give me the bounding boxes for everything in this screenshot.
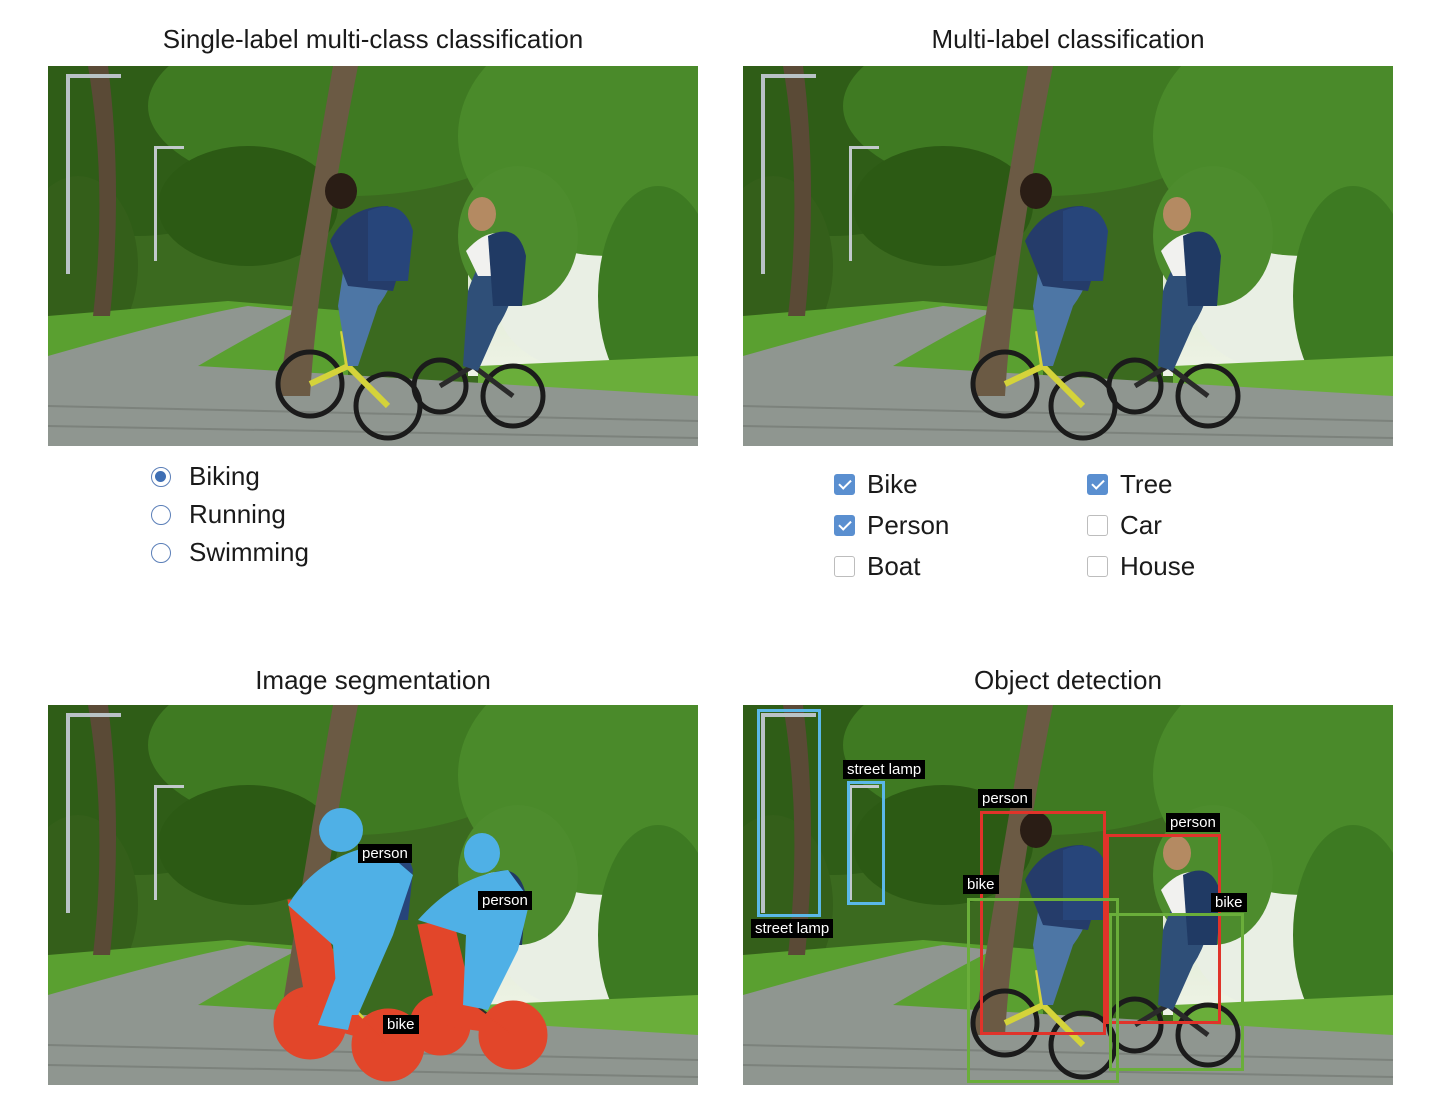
bbox-bike	[967, 898, 1119, 1083]
option-swimming[interactable]: Swimming	[151, 537, 309, 568]
checkbox-house[interactable]: House	[1087, 551, 1195, 582]
checkbox-car[interactable]: Car	[1087, 510, 1162, 541]
bike-scene-image	[48, 66, 698, 446]
checkbox-label: Car	[1120, 510, 1162, 540]
option-running[interactable]: Running	[151, 499, 286, 530]
detection-label-bike: bike	[963, 875, 999, 894]
checkbox-bike[interactable]: Bike	[834, 469, 918, 500]
checkbox-icon[interactable]	[834, 556, 855, 577]
detection-label-person: person	[1166, 813, 1220, 832]
bbox-bike	[1109, 913, 1244, 1071]
bbox-person	[980, 811, 1106, 1035]
detection-label-street-lamp: street lamp	[751, 919, 834, 938]
detection-title: Object detection	[974, 665, 1162, 695]
detection-photo: street lamp street lamp person person bi…	[743, 705, 1393, 1085]
segment-label-person: person	[358, 844, 412, 863]
option-label: Running	[189, 499, 286, 529]
segment-label-person: person	[478, 891, 532, 910]
radio-button-icon[interactable]	[151, 504, 171, 525]
checkbox-label: Tree	[1120, 469, 1173, 499]
checkbox-boat[interactable]: Boat	[834, 551, 921, 582]
multi-label-title: Multi-label classification	[931, 24, 1205, 54]
bbox-street-lamp	[757, 709, 821, 917]
radio-button-icon[interactable]	[151, 542, 171, 563]
bbox-street-lamp	[847, 781, 885, 905]
person-mask	[288, 808, 530, 1030]
checkbox-tree[interactable]: Tree	[1087, 469, 1173, 500]
multi-label-photo	[743, 66, 1393, 446]
checkbox-icon[interactable]	[1087, 556, 1108, 577]
checkbox-label: House	[1120, 551, 1196, 581]
checkbox-label: Person	[867, 510, 950, 540]
option-biking[interactable]: Biking	[151, 461, 260, 492]
detection-label-street-lamp: street lamp	[843, 760, 926, 779]
checkbox-icon[interactable]	[1087, 515, 1108, 536]
radio-button-icon[interactable]	[151, 466, 171, 487]
segmentation-photo: person person bike	[48, 705, 698, 1085]
checkbox-label: Boat	[867, 551, 921, 581]
single-label-photo	[48, 66, 698, 446]
segmented-scene-image	[48, 705, 698, 1085]
checkbox-icon[interactable]	[834, 515, 855, 536]
segment-label-bike: bike	[383, 1015, 419, 1034]
detection-label-bike: bike	[1211, 893, 1247, 912]
single-label-title: Single-label multi-class classification	[162, 24, 584, 54]
checkbox-icon[interactable]	[1087, 474, 1108, 495]
detection-label-person: person	[978, 789, 1032, 808]
option-label: Swimming	[189, 537, 309, 567]
option-label: Biking	[189, 461, 260, 491]
checkbox-label: Bike	[867, 469, 918, 499]
segmentation-title: Image segmentation	[255, 665, 491, 695]
bbox-person	[1106, 834, 1221, 1024]
checkbox-person[interactable]: Person	[834, 510, 949, 541]
bike-scene-image	[743, 66, 1393, 446]
checkbox-icon[interactable]	[834, 474, 855, 495]
